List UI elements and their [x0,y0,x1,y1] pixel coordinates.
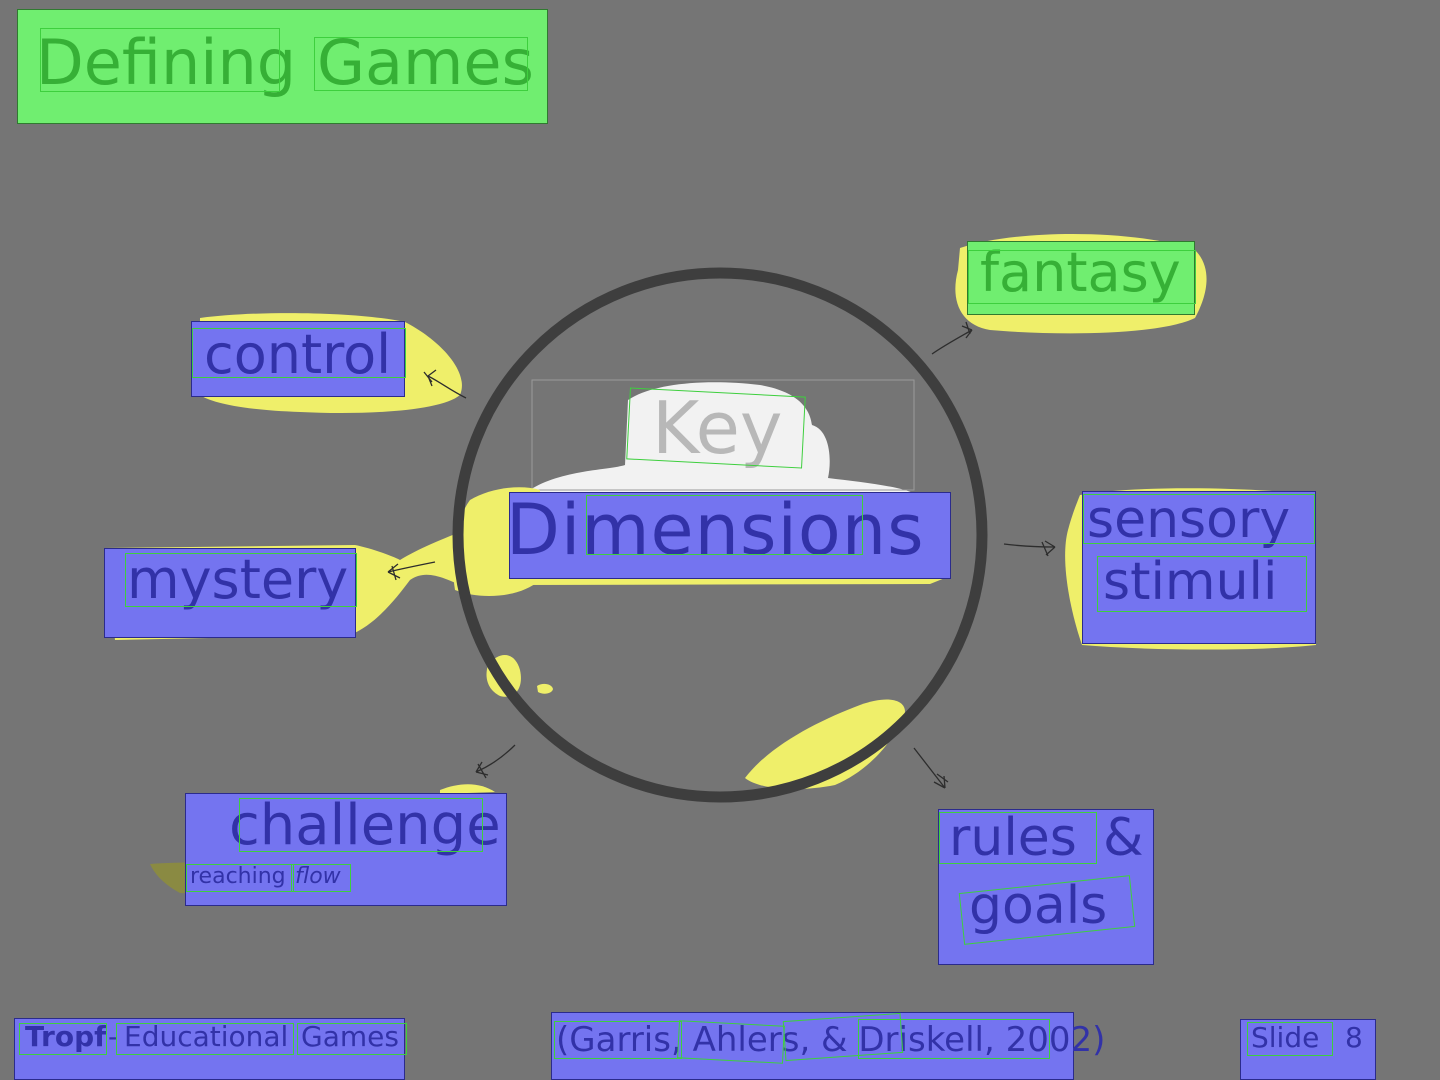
center-circle [452,267,988,803]
title-word-defining-text: Defining [36,26,297,99]
footer-author-text: Tropf [25,1020,107,1053]
highlight-bottom-right [745,699,905,790]
highlight-challenge [440,784,495,794]
center-key-frame [626,387,806,469]
node-rules-word: rules [939,812,1097,864]
node-challenge-sub-flow: flow [291,864,351,892]
arrow-challenge [475,744,516,779]
footer-slide-label-text: Slide [1251,1021,1320,1054]
node-challenge-sub-reaching: reaching [186,864,294,892]
citation-frame-4 [858,1019,1050,1059]
center-key-text: Key [652,386,783,470]
footer-course-word-2-text: Games [301,1020,399,1053]
footer-slide: Slide 8 [1240,1019,1376,1080]
node-goals-text: goals [969,876,1108,936]
arrow-rules [913,747,949,789]
citation-frame-2 [677,1020,785,1064]
arrow-fantasy [931,321,973,355]
footer-citation: (Garris, Ahlers, & Driskell, 2002) [551,1012,1105,1080]
node-rules-amp: & [1103,812,1144,864]
node-stimuli-text: stimuli [1103,552,1278,612]
node-stimuli-word: stimuli [1097,556,1307,612]
highlight-dot [537,683,553,694]
dimensions-word: Dimensions [506,495,925,565]
node-sensory-text: sensory [1087,490,1291,550]
node-rules: rules & goals [938,809,1154,965]
node-mystery-word: mystery [125,553,357,607]
title-word-games-text: Games [317,26,534,99]
node-fantasy-text: fantasy [980,241,1181,304]
node-control-word: control [192,328,406,382]
node-control-text: control [204,323,392,386]
arrow-sensory [1003,540,1056,557]
title-word-defining: Defining [36,28,296,94]
arrow-control [423,369,467,399]
title-box: Defining Games [17,9,548,124]
citation-frame-1 [554,1021,682,1059]
node-challenge-word: challenge [229,798,501,854]
footer-course: Tropf - Educational Games [14,1018,407,1080]
key-frame [531,379,915,491]
node-challenge-sub-reaching-text: reaching [190,864,286,889]
footer-course-word-1: Educational [116,1020,294,1055]
node-challenge-text: challenge [229,793,501,858]
dimensions-box: Dimensions [506,492,951,579]
footer-course-word-1-text: Educational [124,1020,289,1053]
key-cloud [530,382,915,505]
node-fantasy: fantasy [967,241,1196,315]
footer-citation-word: (Garris, Ahlers, & Driskell, 2002) [556,1023,1105,1057]
footer-dash: - [108,1023,118,1051]
node-mystery-text: mystery [127,548,349,611]
node-challenge: challenge reaching flow [185,793,507,906]
node-control: control [191,321,406,397]
node-sensory: sensory stimuli [1082,491,1316,644]
node-rules-amp-text: & [1103,808,1144,868]
node-challenge-sub-flow-text: flow [295,864,341,889]
arrow-mystery [387,561,436,581]
footer-author: Tropf [19,1020,107,1055]
footer-slide-number: 8 [1345,1024,1363,1052]
dimensions-text: Dimensions [506,489,925,571]
footer-dash-text: - [108,1020,119,1053]
node-mystery: mystery [104,548,357,638]
footer-slide-label: Slide [1247,1021,1333,1056]
center-key-label: Key [652,392,783,464]
footer-citation-text: (Garris, Ahlers, & Driskell, 2002) [556,1020,1106,1060]
node-fantasy-word: fantasy [968,246,1196,304]
node-goals-word: goals [958,875,1136,945]
footer-course-word-2: Games [297,1020,407,1055]
pen-arrows [387,321,1056,789]
node-rules-text: rules [949,808,1077,868]
title-word-games: Games [314,32,534,94]
node-sensory-word: sensory [1083,494,1315,546]
footer-slide-number-text: 8 [1345,1021,1363,1054]
